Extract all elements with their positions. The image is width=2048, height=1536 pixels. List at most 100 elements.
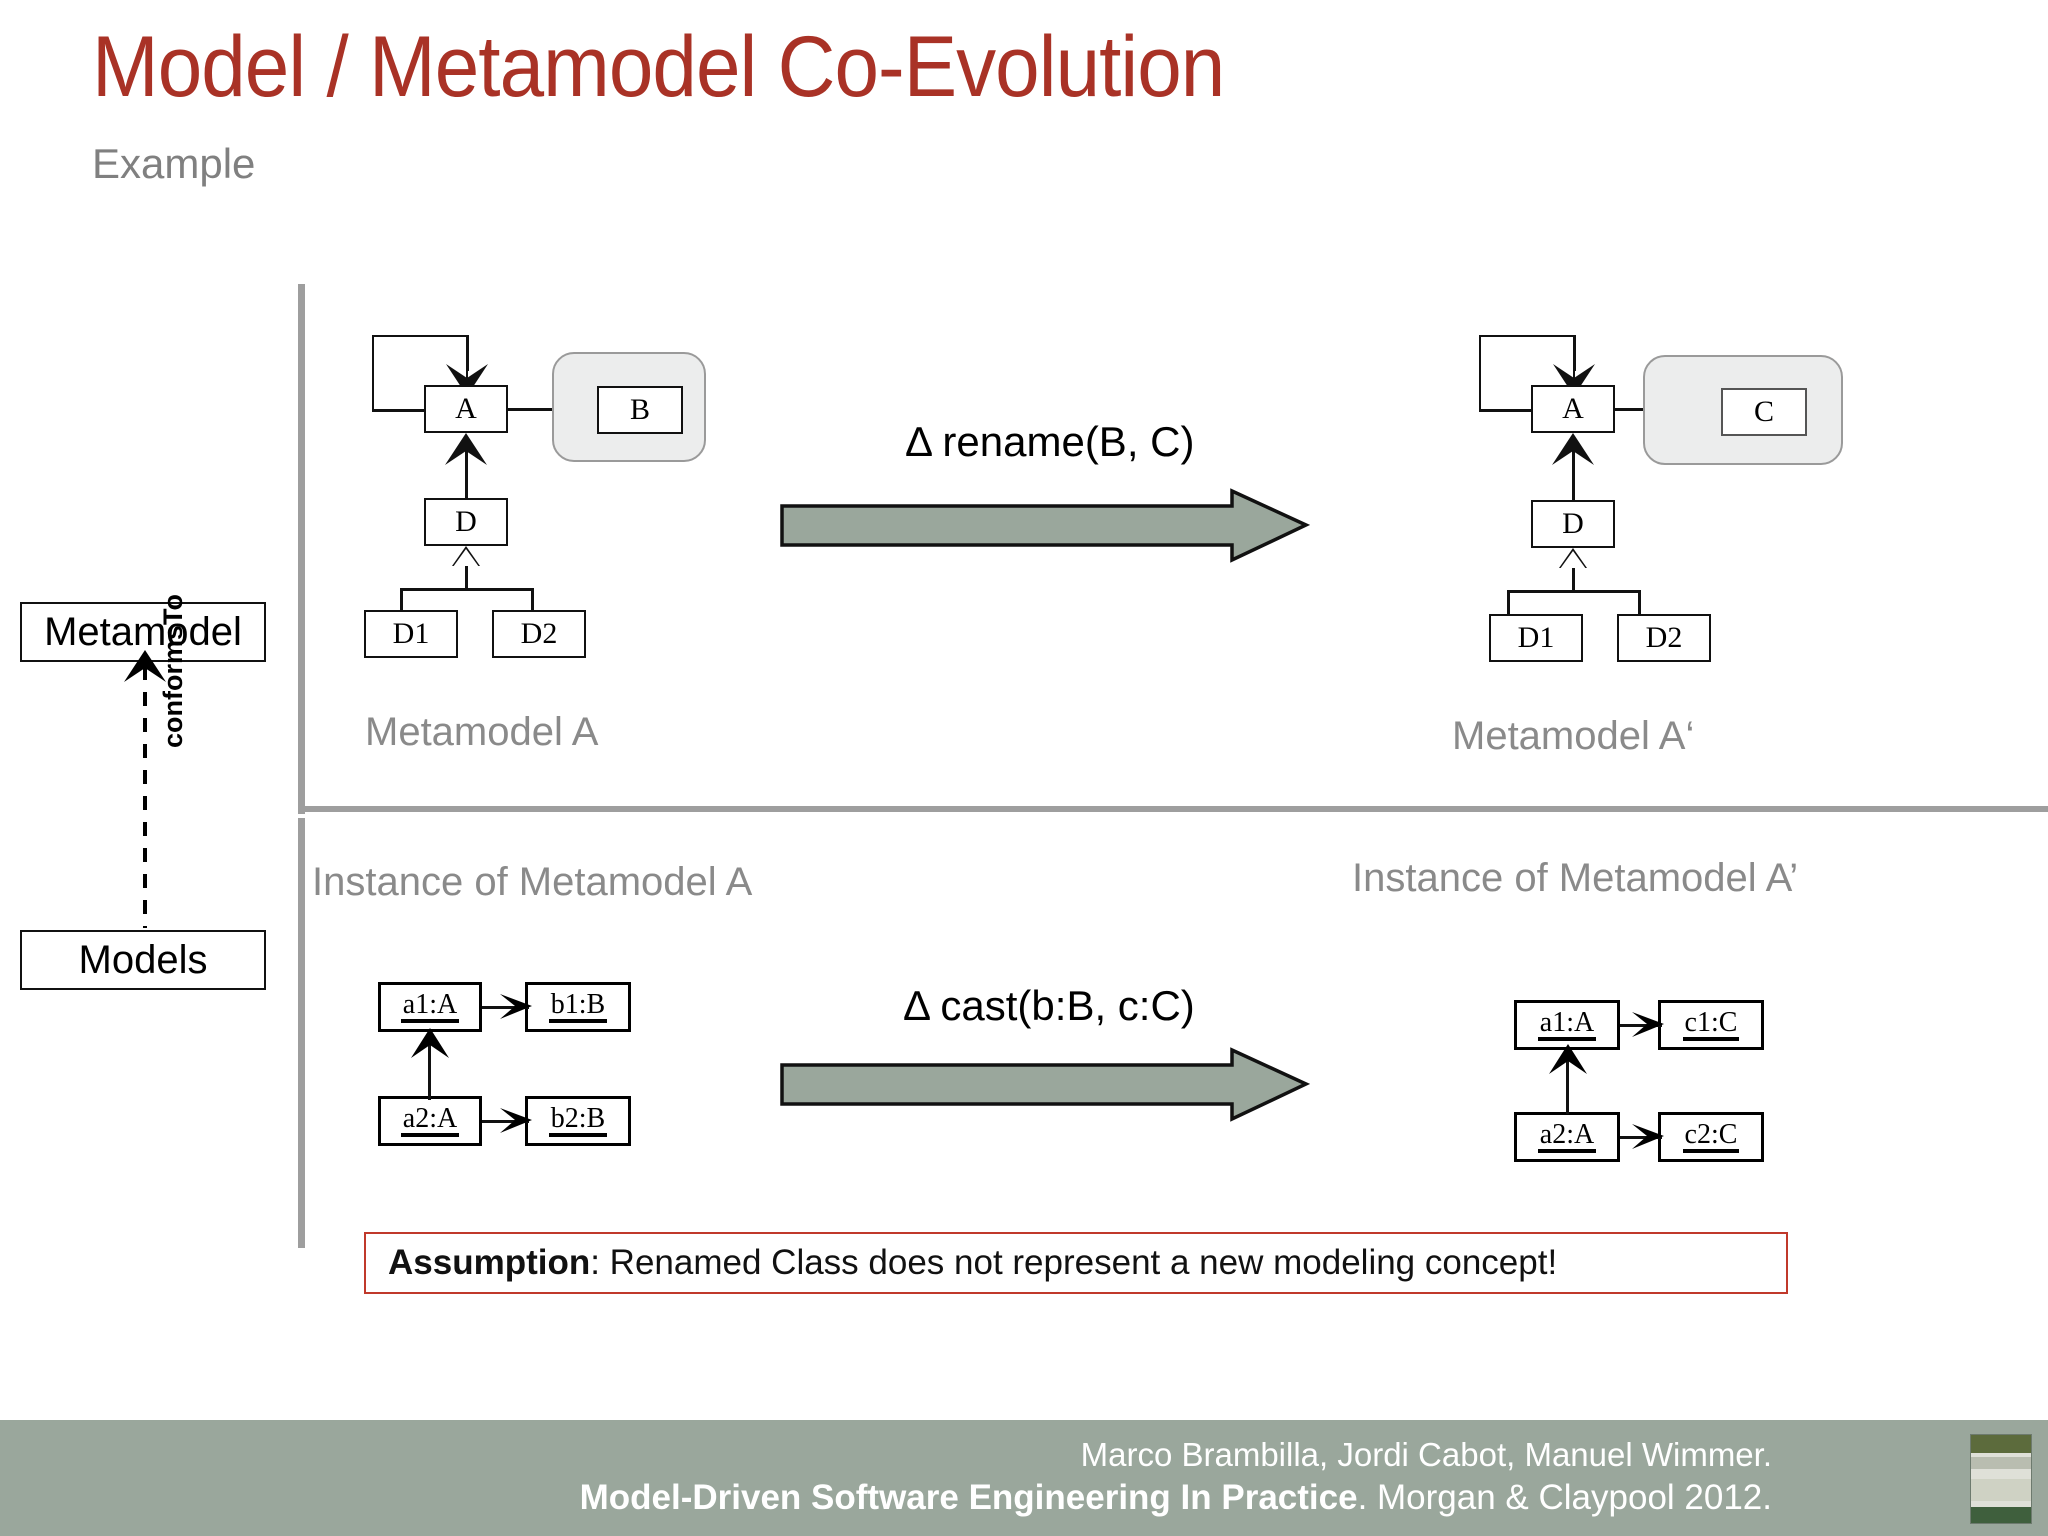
- inst-ap-object-a2: a2:A: [1514, 1112, 1620, 1162]
- book-thumb-top-band: [1971, 1435, 2031, 1453]
- inst-a-object-b2: b2:B: [525, 1096, 631, 1146]
- mm-ap-class-d: D: [1531, 500, 1615, 548]
- mm-a-caption: Metamodel A: [365, 710, 599, 754]
- inst-a-link-1: [482, 1006, 529, 1009]
- mm-a-class-a: A: [424, 385, 508, 433]
- inst-a-link-2: [482, 1120, 529, 1123]
- inst-a-a2-to-a1-arrowhead: [411, 1028, 449, 1058]
- inst-a-object-a1: a1:A: [378, 982, 482, 1032]
- mm-ap-class-c: C: [1721, 388, 1807, 436]
- mm-a-class-d2-label: D2: [520, 617, 558, 650]
- mm-ap-gen-stem: [1572, 568, 1575, 592]
- inst-ap-object-c1: c1:C: [1658, 1000, 1764, 1050]
- mm-a-generalization-triangle: [453, 549, 479, 567]
- mm-ap-d-to-a-line: [1572, 448, 1575, 500]
- inst-ap-a2-to-a1-arrowhead: [1549, 1044, 1587, 1074]
- metamodel-delta-arrow: [780, 488, 1310, 563]
- mm-a-class-b-label: B: [629, 393, 650, 426]
- mm-ap-gen-right-drop: [1638, 590, 1641, 614]
- mm-a-gen-bus: [400, 588, 533, 591]
- footer-citation: Marco Brambilla, Jordi Cabot, Manuel Wim…: [580, 1434, 1772, 1521]
- mm-ap-gen-left-drop: [1507, 590, 1510, 614]
- page-title: Model / Metamodel Co-Evolution: [92, 19, 1225, 115]
- mm-ap-class-d2-label: D2: [1645, 621, 1683, 654]
- mm-a-class-d1-label: D1: [392, 617, 430, 650]
- book-cover-thumbnail: [1970, 1434, 2032, 1524]
- model-delta-arrow: [780, 1047, 1310, 1122]
- instances-ap-caption: Instance of Metamodel A’: [1352, 856, 1799, 900]
- inst-ap-object-c2-label: c2:C: [1682, 1121, 1740, 1153]
- mm-a-self-ref-down: [466, 335, 469, 371]
- inst-a-object-a1-label: a1:A: [400, 991, 460, 1023]
- book-thumb-bottom-band: [1971, 1507, 2031, 1523]
- mm-a-class-d-label: D: [455, 505, 477, 538]
- mm-ap-class-d1-label: D1: [1517, 621, 1555, 654]
- mm-a-class-d2: D2: [492, 610, 586, 658]
- inst-ap-link-1-arrowhead: [1632, 1012, 1664, 1037]
- mm-ap-class-d2: D2: [1617, 614, 1711, 662]
- book-thumb-body-band: [1971, 1479, 2031, 1501]
- conforms-to-arrow: [143, 666, 147, 928]
- inst-a-a2-to-a1-line: [428, 1042, 431, 1100]
- mm-ap-self-ref-bottom: [1479, 409, 1539, 412]
- assumption-body: : Renamed Class does not represent a new…: [590, 1243, 1558, 1282]
- mm-a-gen-right-drop: [531, 588, 534, 612]
- book-thumb-title-band: [1971, 1457, 2031, 1469]
- mm-ap-class-d-label: D: [1562, 507, 1584, 540]
- mm-a-d-to-a-arrowhead: [445, 433, 487, 465]
- footer-publisher: . Morgan & Claypool 2012.: [1357, 1478, 1772, 1518]
- inst-a-object-a2: a2:A: [378, 1096, 482, 1146]
- level-separator-rule: [298, 806, 2048, 812]
- instances-a-caption: Instance of Metamodel A: [312, 860, 753, 904]
- assumption-lead: Assumption: [388, 1243, 591, 1282]
- models-level-box: Models: [20, 930, 266, 990]
- inst-a-object-b2-label: b2:B: [548, 1105, 608, 1137]
- inst-a-link-1-arrowhead: [500, 994, 532, 1019]
- inst-ap-object-c1-label: c1:C: [1682, 1009, 1740, 1041]
- inst-ap-link-2: [1620, 1136, 1662, 1139]
- mm-ap-gen-bus: [1507, 590, 1640, 593]
- inst-ap-object-a1: a1:A: [1514, 1000, 1620, 1050]
- inst-ap-object-c2: c2:C: [1658, 1112, 1764, 1162]
- mm-ap-caption: Metamodel A‘: [1452, 714, 1695, 758]
- inst-a-object-b1-label: b1:B: [548, 991, 608, 1023]
- model-delta-label: Δ cast(b:B, c:C): [903, 982, 1195, 1029]
- mm-a-self-ref-box: [372, 335, 468, 411]
- mm-ap-self-ref-box: [1479, 335, 1575, 411]
- inst-ap-a2-to-a1-line: [1566, 1058, 1569, 1114]
- mm-ap-generalization-triangle: [1560, 551, 1586, 569]
- metamodel-level-label: Metamodel: [44, 609, 242, 654]
- models-level-label: Models: [78, 937, 208, 982]
- mm-a-class-a-label: A: [455, 392, 477, 425]
- mm-ap-class-d1: D1: [1489, 614, 1583, 662]
- mm-a-gen-left-drop: [400, 588, 403, 612]
- inst-ap-link-2-arrowhead: [1632, 1124, 1664, 1149]
- metamodel-delta-label: Δ rename(B, C): [905, 418, 1195, 465]
- conforms-to-label: conformsTo: [158, 594, 189, 748]
- mm-a-self-ref-bottom: [372, 409, 432, 412]
- mm-a-class-d: D: [424, 498, 508, 546]
- inst-a-link-2-arrowhead: [500, 1108, 532, 1133]
- footer-book-title: Model-Driven Software Engineering In Pra…: [579, 1478, 1358, 1518]
- inst-ap-object-a2-label: a2:A: [1537, 1121, 1597, 1153]
- conforms-to-text: conformsTo: [158, 594, 188, 748]
- metamodel-level-axis: [298, 284, 305, 814]
- inst-ap-link-1: [1620, 1024, 1662, 1027]
- inst-a-object-a2-label: a2:A: [400, 1105, 460, 1137]
- footer-authors: Marco Brambilla, Jordi Cabot, Manuel Wim…: [1080, 1436, 1772, 1473]
- assumption-text: Assumption: Renamed Class does not repre…: [388, 1243, 1557, 1283]
- mm-a-class-b: B: [597, 386, 683, 434]
- mm-a-gen-stem: [465, 566, 468, 590]
- page-subtitle: Example: [92, 140, 256, 187]
- mm-ap-class-a-label: A: [1562, 392, 1584, 425]
- metamodel-level-box: Metamodel: [20, 602, 266, 662]
- conforms-to-arrowhead: [124, 650, 166, 682]
- mm-ap-class-c-label: C: [1753, 395, 1774, 428]
- model-level-axis: [298, 818, 305, 1248]
- mm-ap-self-ref-down: [1573, 335, 1576, 371]
- mm-ap-self-ref-arrowhead: [1553, 364, 1595, 396]
- mm-a-self-ref-arrowhead: [446, 364, 488, 396]
- mm-a-class-d1: D1: [364, 610, 458, 658]
- assumption-box: Assumption: Renamed Class does not repre…: [364, 1232, 1788, 1294]
- footer-bar: Marco Brambilla, Jordi Cabot, Manuel Wim…: [0, 1420, 2048, 1536]
